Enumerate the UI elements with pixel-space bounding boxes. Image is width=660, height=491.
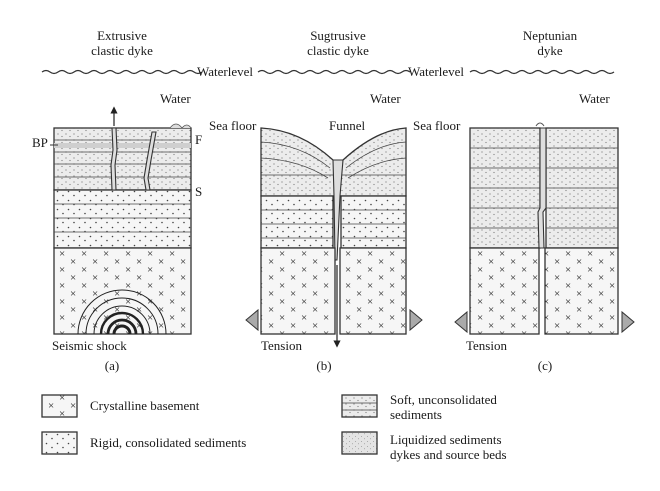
panel-b-bottom-label: Tension [261,338,302,353]
s-label: S [195,184,202,199]
seismic-shock-arcs [77,289,167,335]
legend-soft-label-line1: Soft, unconsolidated [390,392,497,407]
legend-swatch-liquid [341,431,378,455]
panel-a-title-line2: clastic dyke [91,43,153,58]
panel-a-title-line1: Extrusive [97,28,147,43]
water-label-c: Water [579,91,610,106]
sea-floor-label-c: Sea floor [413,118,461,133]
legend-swatch-rigid [41,431,78,455]
panel-c-bottom-label: Tension [466,338,507,353]
legend-rigid-label: Rigid, consolidated sediments [90,435,246,450]
panel-c-caption: (c) [538,358,552,373]
panel-b-caption: (b) [316,358,331,373]
waterlevel-label-1: Waterlevel [197,64,253,79]
sea-floor-label-b: Sea floor [209,118,257,133]
panel-b-title-line1: Sugtrusive [310,28,366,43]
f-label: F [195,132,202,147]
legend-swatch-soft [341,394,378,418]
panel-b-column [245,127,423,348]
panel-titles: Extrusive clastic dyke Sugtrusive clasti… [91,28,577,58]
funnel-label: Funnel [329,118,366,133]
legend: Crystalline basement Rigid, consolidated… [41,392,507,462]
bp-label: BP [32,135,48,150]
legend-swatch-crystalline [41,394,78,418]
panel-a-column [53,106,192,335]
panel-a-caption: (a) [105,358,119,373]
water-label-b: Water [370,91,401,106]
waterlevel-label-2: Waterlevel [408,64,464,79]
legend-liquid-label-line2: dykes and source beds [390,447,507,462]
legend-liquid-label-line1: Liquidized sediments [390,432,502,447]
legend-crystalline-label: Crystalline basement [90,398,200,413]
panel-b-title-line2: clastic dyke [307,43,369,58]
panel-c-title-line1: Neptunian [523,28,578,43]
panel-a-bottom-label: Seismic shock [52,338,127,353]
legend-soft-label-line2: sediments [390,407,442,422]
waterlevel-line: Waterlevel Waterlevel [41,64,615,79]
water-label-a: Water [160,91,191,106]
panel-c-title-line2: dyke [537,43,563,58]
panel-c-column [454,122,635,335]
